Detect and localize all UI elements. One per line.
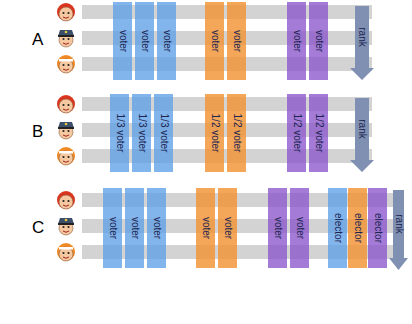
- band-label: 1/2 voter: [313, 114, 324, 153]
- voter-band: 1/3 voter: [132, 94, 151, 172]
- band-label: voter: [291, 30, 302, 52]
- panel-letter: C: [32, 219, 44, 237]
- arrow-shape: [350, 6, 374, 80]
- voter-band: voter: [113, 2, 132, 80]
- rank-arrow: rank: [389, 190, 408, 270]
- voter-band: voter: [196, 188, 215, 268]
- band-label: 1/2 voter: [231, 114, 242, 153]
- band-label: elector: [372, 213, 383, 243]
- voter-band: voter: [135, 2, 154, 80]
- rank-arrow: rank: [350, 6, 374, 80]
- voter-band: voter: [205, 2, 224, 80]
- band-label: voter: [200, 217, 211, 239]
- band-label: 1/2 voter: [209, 114, 220, 153]
- voter-band: voter: [290, 188, 309, 268]
- band-label: voter: [272, 217, 283, 239]
- band-label: voter: [209, 30, 220, 52]
- axis-label: rank: [357, 119, 368, 138]
- person-icon: [57, 95, 75, 113]
- panel-letter: B: [32, 123, 43, 141]
- band-label: elector: [332, 213, 343, 243]
- voter-band: voter: [147, 188, 166, 268]
- band-label: voter: [107, 217, 118, 239]
- person-icon: [57, 243, 75, 261]
- band-label: voter: [139, 30, 150, 52]
- axis-label: rank: [393, 214, 404, 233]
- band-label: 1/3 voter: [114, 114, 125, 153]
- voter-band: voter: [287, 2, 306, 80]
- voter-band: elector: [368, 188, 387, 268]
- axis-label: rank: [357, 27, 368, 46]
- band-label: 1/3 voter: [158, 114, 169, 153]
- arrow-shape: [389, 190, 408, 270]
- voter-band: 1/2 voter: [227, 94, 246, 172]
- panel-letter: A: [32, 31, 43, 49]
- voter-band: 1/2 voter: [287, 94, 306, 172]
- voter-band: voter: [125, 188, 144, 268]
- voter-band: 1/3 voter: [110, 94, 129, 172]
- band-label: voter: [161, 30, 172, 52]
- voter-band: voter: [103, 188, 122, 268]
- band-label: 1/2 voter: [291, 114, 302, 153]
- band-label: voter: [313, 30, 324, 52]
- person-icon: [57, 191, 75, 209]
- band-label: 1/3 voter: [136, 114, 147, 153]
- rank-arrow: rank: [350, 98, 374, 172]
- person-icon: [58, 218, 74, 235]
- voter-band: voter: [157, 2, 176, 80]
- band-label: voter: [231, 30, 242, 52]
- band-label: voter: [222, 217, 233, 239]
- voter-band: 1/3 voter: [154, 94, 173, 172]
- band-label: elector: [352, 213, 363, 243]
- band-label: voter: [151, 217, 162, 239]
- band-label: voter: [129, 217, 140, 239]
- voter-band: 1/2 voter: [309, 94, 328, 172]
- voter-band: 1/2 voter: [205, 94, 224, 172]
- person-icon: [57, 55, 75, 73]
- arrow-shape: [350, 98, 374, 172]
- band-label: voter: [117, 30, 128, 52]
- voter-band: elector: [328, 188, 347, 268]
- voter-band: voter: [268, 188, 287, 268]
- voter-band: voter: [309, 2, 328, 80]
- voter-band: elector: [348, 188, 367, 268]
- person-icon: [57, 147, 75, 165]
- voter-band: voter: [218, 188, 237, 268]
- person-icon: [57, 3, 75, 21]
- person-icon: [58, 30, 74, 47]
- band-label: voter: [294, 217, 305, 239]
- voter-band: voter: [227, 2, 246, 80]
- person-icon: [58, 122, 74, 139]
